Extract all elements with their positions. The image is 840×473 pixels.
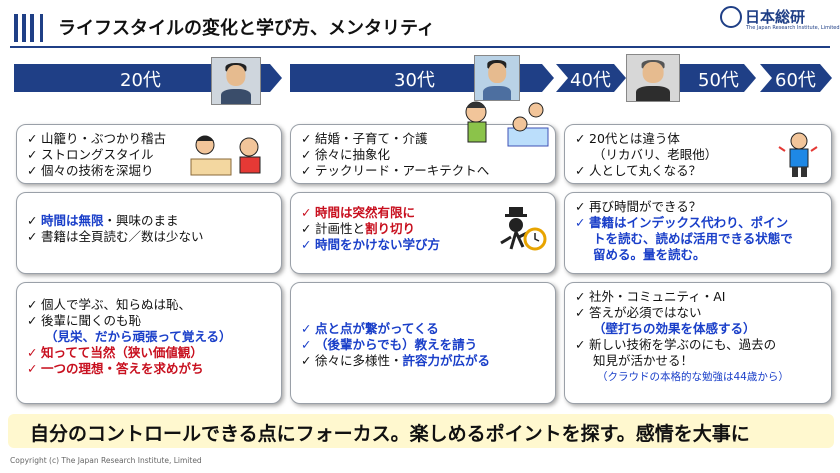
list-item: ✓時間は無限・興味のまま xyxy=(27,213,179,228)
age-label-60s: 60代 xyxy=(775,70,816,91)
box-30s-lifestyle: ✓結婚・子育て・介護 ✓徐々に抽象化 ✓テックリード・アーキテクトへ xyxy=(290,124,556,184)
box-40s-time: ✓再び時間ができる？ ✓書籍はインデックス代わり、ポイン トを読む、読めば活用で… xyxy=(564,192,832,274)
list-item: ✓新しい技術を学ぶのにも、過去の xyxy=(575,337,777,352)
list-item: ✓（後輩からでも）教えを請う xyxy=(301,337,478,352)
list-item: （見栄、だから頑張って覚える） xyxy=(45,329,232,344)
family-care-illustration-icon xyxy=(465,101,549,147)
arrow-40s xyxy=(556,64,626,92)
list-item: ✓徐々に多様性・許容力が広がる xyxy=(301,353,491,368)
list-item: ✓時間をかけない学び方 xyxy=(301,237,441,252)
age-label-30s: 30代 xyxy=(394,70,435,91)
copyright: Copyright (c) The Japan Research Institu… xyxy=(10,456,202,465)
box-20s-mindset: ✓個人で学ぶ、知らぬは恥、 ✓後輩に聞くのも恥 （見栄、だから頑張って覚える） … xyxy=(16,282,282,404)
title-underline xyxy=(10,46,830,48)
list-item: ✓答えが必須ではない xyxy=(575,305,702,320)
photo-20s xyxy=(211,57,261,105)
list-item: （壁打ちの効果を体感する） xyxy=(593,321,756,336)
logo-icon xyxy=(720,6,742,28)
list-item: ✓20代とは違う体 xyxy=(575,131,680,146)
list-item: トを読む、読めば活用できる状態で xyxy=(593,231,793,246)
box-40s-lifestyle: ✓20代とは違う体 （リカバリ、老眼他） ✓人として丸くなる？ xyxy=(564,124,832,184)
list-item: ✓書籍は全頁読む／数は少ない xyxy=(27,229,204,244)
list-item: ✓徐々に抽象化 xyxy=(301,147,391,162)
list-item: ✓個人で学ぶ、知らぬは恥、 xyxy=(27,297,192,312)
list-item: ✓結婚・子育て・介護 xyxy=(301,131,428,146)
list-item: ✓個々の技術を深堀り xyxy=(27,163,154,178)
box-30s-time: ✓時間は突然有限に ✓計画性と割り切り ✓時間をかけない学び方 xyxy=(290,192,556,274)
list-item: ✓社外・コミュニティ・AI xyxy=(575,289,726,304)
study-illustration-icon xyxy=(190,135,261,176)
timeline-arrows xyxy=(14,64,832,92)
list-item: ✓一つの理想・答えを求めがち xyxy=(27,361,204,376)
list-item: ✓知ってて当然（狭い価値観） xyxy=(27,345,203,360)
photo-40s xyxy=(626,54,680,102)
box-40s-mindset: ✓社外・コミュニティ・AI ✓答えが必須ではない （壁打ちの効果を体感する） ✓… xyxy=(564,282,832,404)
photo-30s xyxy=(474,55,520,101)
running-clock-icon xyxy=(500,207,547,251)
summary-message: 自分のコントロールできる点にフォーカス。楽しめるポイントを探す。感情を大事に xyxy=(30,423,750,445)
list-item: 留める。量を読む。 xyxy=(593,247,706,262)
list-item: （リカバリ、老眼他） xyxy=(593,147,718,162)
list-item: ✓山籠り・ぶつかり稽古 xyxy=(27,131,167,146)
list-item: ✓再び時間ができる？ xyxy=(575,199,702,214)
summary-band xyxy=(8,414,834,448)
arrow-60s xyxy=(760,64,832,92)
list-item: ✓ストロングスタイル xyxy=(27,147,154,162)
list-item: （クラウドの本格的な勉強は44歳から） xyxy=(597,371,789,383)
list-item: ✓計画性と割り切り xyxy=(301,221,416,236)
list-item: ✓点と点が繋がってくる xyxy=(301,321,439,336)
page-title: ライフスタイルの変化と学び方、メンタリティ xyxy=(58,18,435,39)
box-30s-mindset: ✓点と点が繋がってくる ✓（後輩からでも）教えを請う ✓徐々に多様性・許容力が広… xyxy=(290,282,556,404)
age-label-50s: 50代 xyxy=(698,70,739,91)
list-item: ✓時間は突然有限に xyxy=(301,205,416,220)
list-item: 知見が活かせる！ xyxy=(593,353,694,368)
list-item: ✓人として丸くなる？ xyxy=(575,163,702,178)
age-label-40s: 40代 xyxy=(570,70,611,91)
logo-subtitle: The Japan Research Institute, Limited xyxy=(746,25,840,31)
box-20s-time: ✓時間は無限・興味のまま ✓書籍は全頁読む／数は少ない xyxy=(16,192,282,274)
list-item: ✓テックリード・アーキテクトへ xyxy=(301,163,490,178)
box-20s-lifestyle: ✓山籠り・ぶつかり稽古 ✓ストロングスタイル ✓個々の技術を深堀り xyxy=(16,124,282,184)
backache-illustration-icon xyxy=(778,132,818,177)
age-label-20s: 20代 xyxy=(120,70,161,91)
list-item: ✓書籍はインデックス代わり、ポイン xyxy=(575,215,789,230)
logo-name: 日本総研 xyxy=(745,8,806,26)
list-item: ✓後輩に聞くのも恥 xyxy=(27,313,142,328)
